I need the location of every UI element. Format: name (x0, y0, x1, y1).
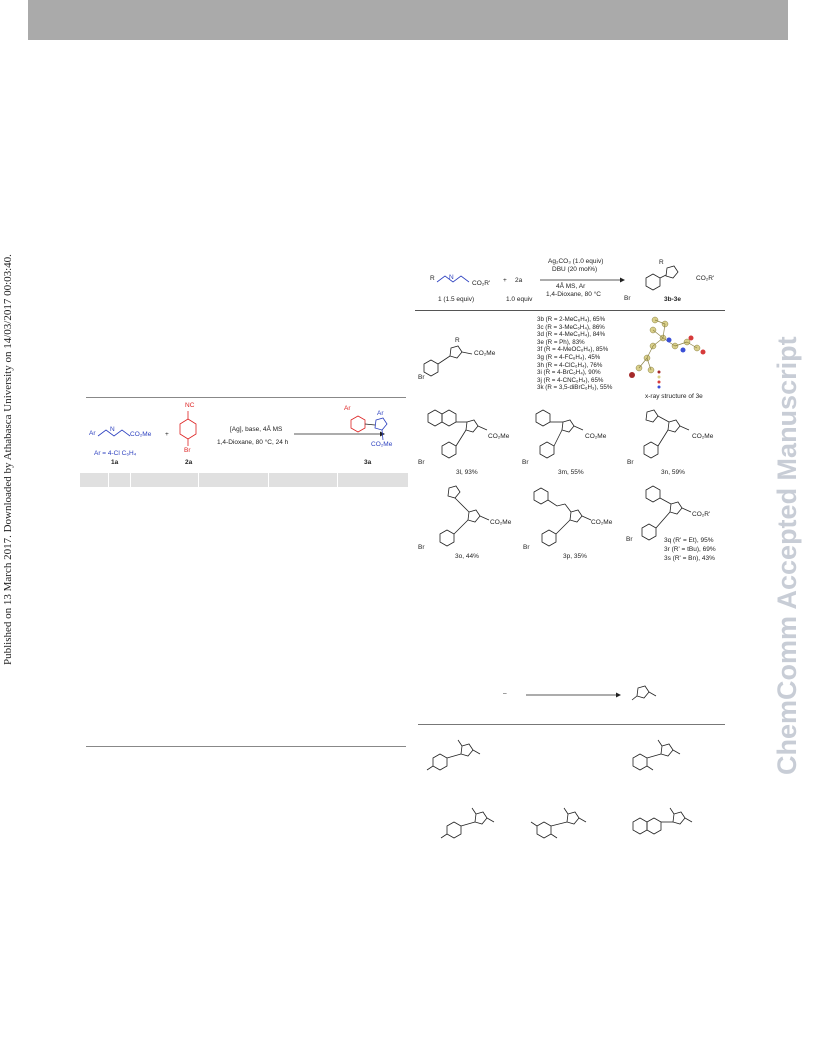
3p-br: Br (523, 544, 530, 551)
table-col-sep (268, 473, 269, 487)
table-col-sep (130, 473, 131, 487)
3q-br: Br (626, 536, 633, 543)
right-2a: 2a (515, 277, 523, 284)
plus-sign: + (165, 431, 169, 438)
3n-yield: 3n, 59% (661, 469, 685, 476)
3q-yield: 3q (R' = Et), 95% (664, 537, 714, 544)
3m-ester: CO₂Me (585, 433, 607, 440)
3n-ester: CO₂Me (692, 433, 714, 440)
list-item: 3b (R = 2-MeC₆H₄), 65% (537, 316, 606, 323)
lower-scheme-minus: – (503, 690, 507, 697)
3p-ester: CO₂Me (591, 519, 613, 526)
gen-ester-label: CO₂Me (474, 350, 496, 357)
list-item: 3d (R = 4-MeC₆H₄), 84% (537, 331, 606, 339)
list-item: 3c (R = 3-MeC₆H₄), 86% (537, 323, 605, 331)
right-ester-label: CO₂R' (472, 280, 491, 287)
general-structure-3 (423, 345, 473, 377)
right-scheme-rule (415, 310, 725, 311)
cond-ag2co3: Ag₂CO₃ (1.0 equiv) (548, 258, 604, 265)
right-scheme-header-structures (436, 265, 679, 291)
lower-scheme-arrow (526, 685, 657, 701)
list-item: 3j (R = 4-CNC₆H₄), 65% (537, 376, 604, 384)
3o-ester: CO₂Me (490, 519, 512, 526)
bromo-label: Br (184, 447, 191, 454)
table-header-band (80, 473, 408, 487)
3n-br: Br (627, 459, 634, 466)
cond-ms: 4Å MS, Ar (556, 283, 586, 290)
equiv-2: 1.0 equiv (506, 296, 533, 303)
right-product-r: R (659, 259, 664, 266)
list-item: 3g (R = 4-FC₆H₄), 45% (537, 353, 601, 361)
3q-ester: CO₂R' (692, 511, 711, 518)
list-item: 3h (R = 4-ClC₆H₄), 76% (537, 361, 603, 369)
imine-n-label: N (110, 426, 115, 433)
3r-yield: 3r (R' = tBu), 69% (664, 546, 716, 553)
3o-yield: 3o, 44% (455, 553, 479, 560)
ar-definition: Ar = 4-Cl C₆H₄ (94, 450, 137, 457)
list-item: 3k (R = 3,5-diBrC₆H₃), 55% (537, 384, 613, 392)
3m-yield: 3m, 55% (558, 469, 584, 476)
3m-br: Br (522, 459, 529, 466)
xray-structure-image (629, 316, 706, 389)
imine-ar-label: Ar (89, 430, 96, 437)
list-item: 3i (R = 4-BrC₆H₄), 90% (537, 369, 601, 377)
row3-structures (439, 485, 692, 547)
compound-2a-label: 2a (185, 459, 193, 466)
lower-scheme-structures (426, 739, 693, 839)
compound-3a-label: 3a (364, 459, 372, 466)
left-scheme-structures (97, 411, 388, 446)
xray-caption: x-ray structure of 3e (645, 393, 703, 400)
table-col-sep (337, 473, 338, 487)
right-product-br: Br (624, 295, 631, 302)
3l-br: Br (418, 459, 425, 466)
header-bar (28, 0, 788, 40)
equiv-1: 1 (1.5 equiv) (438, 296, 475, 303)
row2-structures (427, 409, 690, 459)
3s-yield: 3s (R' = Bn), 43% (664, 555, 715, 562)
conditions-top: [Ag], base, 4Å MS (230, 426, 283, 433)
3o-br: Br (418, 544, 425, 551)
table-col-sep (198, 473, 199, 487)
right-plus: + (503, 277, 507, 284)
right-product-ester: CO₂R' (696, 275, 715, 282)
product-ar-label: Ar (344, 405, 351, 412)
product-list: 3b (R = 2-MeC₆H₄), 65% 3c (R = 3-MeC₆H₄)… (537, 316, 612, 392)
right-product-range: 3b-3e (664, 296, 681, 303)
right-n-label: N (449, 274, 454, 281)
conditions-bottom: 1,4-Dioxane, 80 °C, 24 h (217, 439, 289, 446)
list-item: 3f (R = 4-MeOC₆H₄), 85% (537, 346, 609, 354)
3l-ester: CO₂Me (488, 433, 510, 440)
gen-br-label: Br (418, 374, 425, 381)
cond-solvent: 1,4-Dioxane, 80 °C (546, 291, 601, 298)
isocyanide-label: NC (185, 402, 195, 409)
3l-yield: 3l, 93% (456, 469, 478, 476)
list-item: 3e (R = Ph), 83% (537, 338, 585, 346)
cond-dbu: DBU (20 mol%) (552, 266, 598, 273)
right-r-label: R (430, 275, 435, 282)
left-table-top-rule (86, 397, 406, 398)
table-col-sep (108, 473, 109, 487)
imine-ester-label: CO₂Me (130, 431, 152, 438)
compound-1a-label: 1a (111, 459, 119, 466)
left-table-bottom-rule (86, 746, 406, 747)
gen-r-label: R (455, 337, 460, 344)
product-ar2-label: Ar (377, 410, 384, 417)
3p-yield: 3p, 35% (563, 553, 587, 560)
product-ester-label: CO₂Me (371, 441, 393, 448)
lower-scheme-rule (418, 724, 725, 725)
